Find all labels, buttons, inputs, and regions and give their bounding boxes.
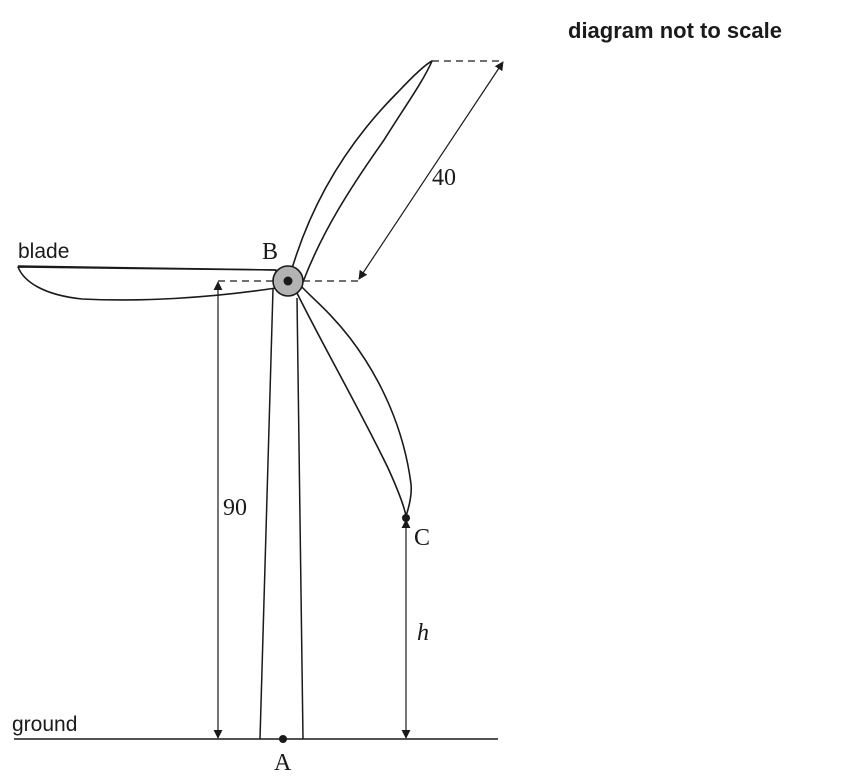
point-a-label: A bbox=[274, 750, 292, 776]
point-c-marker bbox=[402, 514, 410, 522]
blade-upper bbox=[290, 60, 433, 283]
not-to-scale-note: diagram not to scale bbox=[568, 18, 782, 43]
tip-height-label: h bbox=[417, 620, 429, 646]
blade-label-underline bbox=[17, 265, 277, 271]
hub bbox=[272, 265, 304, 297]
ground-label: ground bbox=[12, 713, 77, 736]
blade-length-label: 40 bbox=[432, 165, 456, 191]
point-a-marker bbox=[279, 735, 287, 743]
tower bbox=[259, 288, 304, 740]
point-b-label: B bbox=[262, 239, 278, 265]
blade-length-arrow bbox=[358, 61, 504, 280]
blade-lower bbox=[295, 285, 413, 517]
point-c-label: C bbox=[414, 525, 430, 551]
blade-label: blade bbox=[18, 240, 69, 263]
blade-left bbox=[17, 266, 277, 301]
hub-height-label: 90 bbox=[223, 495, 247, 521]
